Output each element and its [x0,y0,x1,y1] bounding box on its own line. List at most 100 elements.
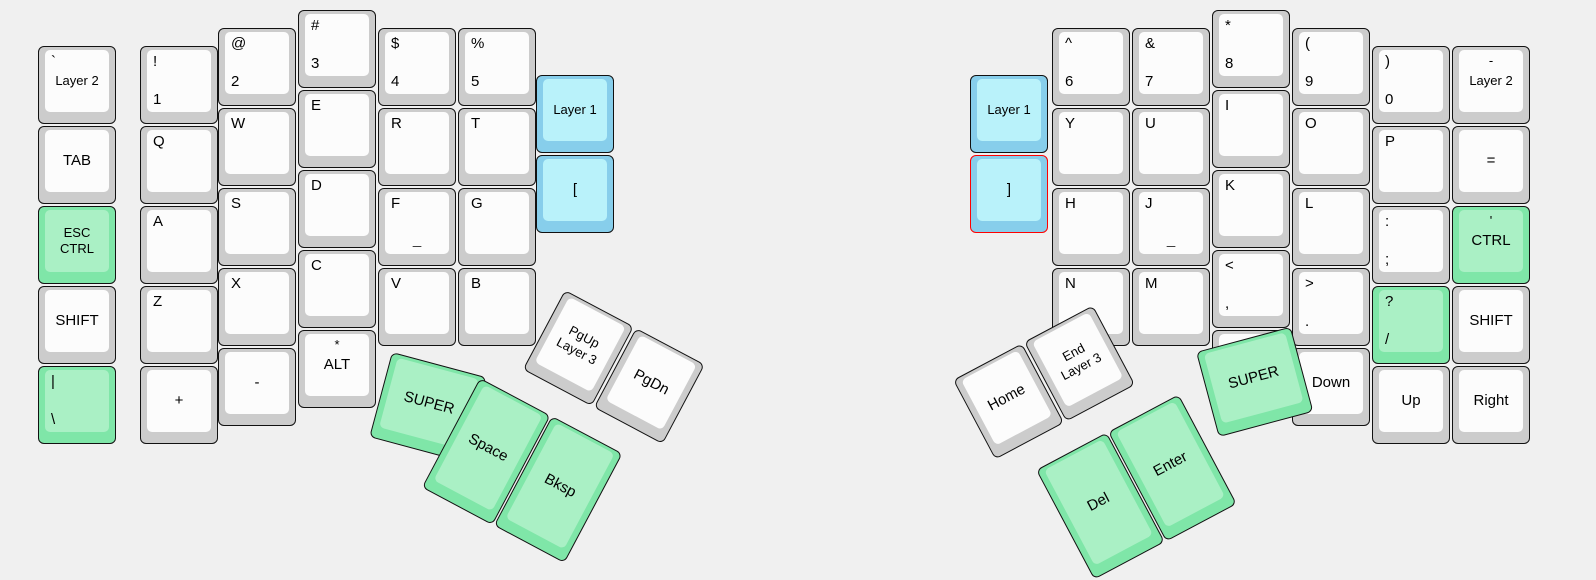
legend-center: Layer 1 [553,102,597,118]
legend-top: & [1145,35,1156,52]
key-i[interactable]: I [1212,90,1290,168]
legend-top: * [1225,17,1231,34]
key-shift-left[interactable]: SHIFT [38,286,116,364]
key-f[interactable]: F_ [378,188,456,266]
key-layer1-right[interactable]: Layer 1 [970,75,1048,153]
key-esc-ctrl[interactable]: ESC CTRL [38,206,116,284]
legend-top: S [231,195,242,212]
legend-center: SHIFT [55,312,99,330]
key-alt[interactable]: *ALT [298,330,376,408]
key-m[interactable]: M [1132,268,1210,346]
legend-top: O [1305,115,1317,132]
key-cap: O [1299,112,1363,174]
key-cap: SHIFT [1459,290,1523,352]
key-3-hash[interactable]: #3 [298,10,376,88]
key-u[interactable]: U [1132,108,1210,186]
key-cap: |\ [45,370,109,432]
legend-top: J [1145,195,1153,212]
legend-top-center: - [1488,53,1494,68]
key-shift-right[interactable]: SHIFT [1452,286,1530,364]
key-equals[interactable]: = [1452,126,1530,204]
key-period-gt[interactable]: >. [1292,268,1370,346]
legend-center: Space [465,430,512,466]
key-z[interactable]: Z [140,286,218,364]
key-cap: B [465,272,529,334]
key-9-lparen[interactable]: (9 [1292,28,1370,106]
key-q[interactable]: Q [140,126,218,204]
key-cap: I [1219,94,1283,156]
key-cap: G [465,192,529,254]
key-8-star[interactable]: *8 [1212,10,1290,88]
key-p[interactable]: P [1372,126,1450,204]
legend-top: ` [51,53,56,70]
key-semicolon[interactable]: :; [1372,206,1450,284]
key-w[interactable]: W [218,108,296,186]
key-7-amp[interactable]: &7 [1132,28,1210,106]
key-t[interactable]: T [458,108,536,186]
key-j[interactable]: J_ [1132,188,1210,266]
key-l[interactable]: L [1292,188,1370,266]
key-x[interactable]: X [218,268,296,346]
legend-top: > [1305,275,1314,292]
key-d[interactable]: D [298,170,376,248]
key-ctrl-quote[interactable]: 'CTRL [1452,206,1530,284]
key-minus[interactable]: - [218,348,296,426]
key-cap: ^6 [1059,32,1123,94]
key-6-caret[interactable]: ^6 [1052,28,1130,106]
legend-top: ? [1385,293,1394,310]
legend-top: @ [231,35,247,52]
key-cap: K [1219,174,1283,236]
legend-center: Down [1311,374,1351,392]
key-cap: SUPER [1203,332,1304,424]
legend-top: B [471,275,482,292]
key-c[interactable]: C [298,250,376,328]
key-layer2-grave[interactable]: `Layer 2 [38,46,116,124]
key-cap: )0 [1379,50,1443,112]
key-cap: (9 [1299,32,1363,94]
key-5-percent[interactable]: %5 [458,28,536,106]
legend-center: Up [1401,392,1421,410]
key-a[interactable]: A [140,206,218,284]
key-4-dollar[interactable]: $4 [378,28,456,106]
key-pipe-backslash[interactable]: |\ [38,366,116,444]
key-cap: *8 [1219,14,1283,76]
legend-top: ^ [1065,35,1073,52]
key-cap: $4 [385,32,449,94]
key-layer2-minus[interactable]: -Layer 2 [1452,46,1530,124]
key-plus[interactable]: + [140,366,218,444]
key-r[interactable]: R [378,108,456,186]
key-layer1-left[interactable]: Layer 1 [536,75,614,153]
key-slash-question[interactable]: ?/ [1372,286,1450,364]
key-s[interactable]: S [218,188,296,266]
legend-center: - [254,374,260,392]
key-cap: = [1459,130,1523,192]
key-b[interactable]: B [458,268,536,346]
legend-top: W [231,115,246,132]
legend-bottom: / [1385,331,1390,349]
legend-top: R [391,115,402,132]
key-comma-lt[interactable]: <, [1212,250,1290,328]
key-k[interactable]: K [1212,170,1290,248]
key-v[interactable]: V [378,268,456,346]
key-h[interactable]: H [1052,188,1130,266]
key-tab[interactable]: TAB [38,126,116,204]
legend-center: [ [572,181,578,199]
key-up[interactable]: Up [1372,366,1450,444]
key-g[interactable]: G [458,188,536,266]
key-cap: &7 [1139,32,1203,94]
key-bracket-right[interactable]: ] [970,155,1048,233]
key-o[interactable]: O [1292,108,1370,186]
key-right[interactable]: Right [1452,366,1530,444]
key-bracket-left[interactable]: [ [536,155,614,233]
key-0-rparen[interactable]: )0 [1372,46,1450,124]
legend-top: E [311,97,322,114]
key-cap: ESC CTRL [45,210,109,272]
legend-top: P [1385,133,1396,150]
key-cap: Y [1059,112,1123,174]
legend-top: $ [391,35,400,52]
key-y[interactable]: Y [1052,108,1130,186]
key-2-at[interactable]: @2 [218,28,296,106]
key-1-bang[interactable]: !1 [140,46,218,124]
key-e[interactable]: E [298,90,376,168]
